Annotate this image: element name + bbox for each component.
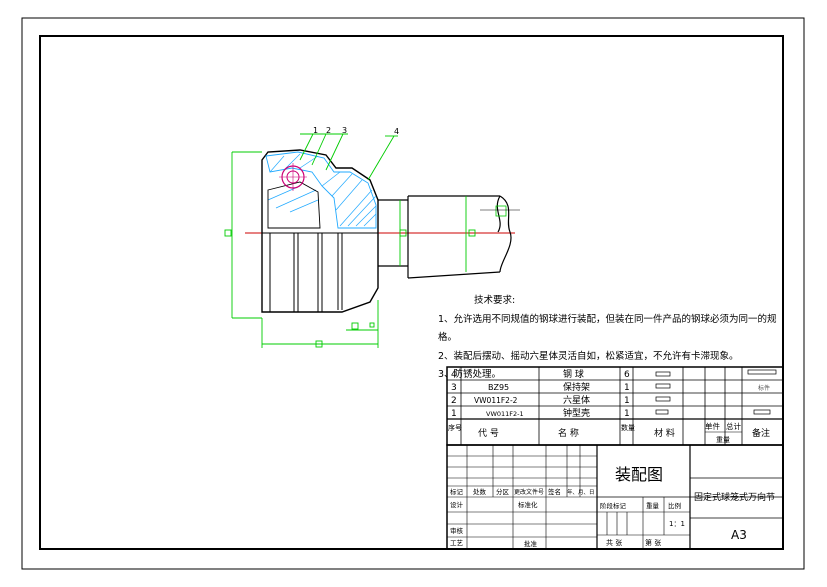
label-standard: 标准化 <box>518 500 538 509</box>
inner-frame <box>39 35 784 550</box>
part-name: 固定式球笼式万向节 <box>694 491 775 503</box>
bom-row-qty: 1 <box>624 396 630 406</box>
bom-row-no: 2 <box>451 396 457 406</box>
note-item: 2、装配后摆动、摇动六星体灵活自如，松紧适宜，不允许有卡滞现象。 <box>438 350 739 362</box>
note-item: 3、防锈处理。 <box>438 369 502 380</box>
bom-row-name: 钢 球 <box>563 368 584 380</box>
shaft <box>378 195 512 279</box>
sheet-format: A3 <box>731 528 747 542</box>
cv-joint-drawing <box>245 149 520 313</box>
label-zone: 分区 <box>496 487 510 496</box>
label-mark: 标记 <box>450 487 464 496</box>
balloon-3: 3 <box>342 126 347 135</box>
bom-row-name: 钟型壳 <box>563 407 590 419</box>
upper-section <box>265 151 377 229</box>
title-block-text: 装配图 固定式球笼式万向节 A3 标记 处数 分区 更改文件号 签名 年、月、日… <box>450 465 775 548</box>
bom-row-name: 六星体 <box>563 394 590 406</box>
label-audit: 审核 <box>450 526 464 535</box>
balloons: 1 2 3 4 <box>313 126 399 136</box>
bom-header-remark: 备注 <box>752 427 770 439</box>
bom-row-code: BZ95 <box>488 383 509 392</box>
bom-extra-label: 标件 <box>758 384 770 392</box>
bom-header-qty: 数量 <box>621 423 635 432</box>
bell-housing-outline <box>261 149 379 313</box>
label-process: 工艺 <box>450 539 464 547</box>
label-stage: 阶段标记 <box>600 501 627 510</box>
lower-half-lines <box>262 232 378 312</box>
balloon-1: 1 <box>313 126 318 135</box>
label-approve: 批准 <box>524 539 538 548</box>
label-sign: 签名 <box>548 487 561 496</box>
bom-header-unit: 单件 <box>705 421 720 431</box>
bom-header-weight: 重量 <box>716 436 730 444</box>
technical-notes: 技术要求: 1、允许选用不同规值的钢球进行装配，但装在同一件产品的钢球必须为同一… <box>438 292 783 385</box>
label-change: 更改文件号 <box>514 488 544 496</box>
bom-row-qty: 6 <box>624 370 630 380</box>
bom-header-no: 序号 <box>448 423 462 432</box>
bom-row-no: 4 <box>451 370 457 380</box>
bom-row-qty: 1 <box>624 409 630 419</box>
bom-row-no: 1 <box>451 409 457 419</box>
bom-header-code: 代 号 <box>478 428 499 439</box>
label-weight: 重量 <box>646 502 660 510</box>
label-scale: 比例 <box>668 501 681 510</box>
label-sheets: 共 张 <box>606 538 622 547</box>
scale-value: 1：1 <box>669 520 685 528</box>
balloon-2: 2 <box>326 126 331 135</box>
bom-row-name: 保持架 <box>563 381 590 393</box>
bom-rows: 4 钢 球 6 3 BZ95 保持架 1 2 VW011F2-2 六星体 1 1… <box>448 368 770 444</box>
bom-header-name: 名 称 <box>558 427 579 439</box>
notes-heading: 技术要求: <box>474 295 516 306</box>
cage-section <box>267 181 321 229</box>
label-count: 处数 <box>473 487 487 496</box>
label-date: 年、月、日 <box>567 488 595 496</box>
bom-header-total: 总计 <box>726 421 741 431</box>
balloon-4: 4 <box>394 127 399 136</box>
label-sheet-no: 第 张 <box>645 538 661 547</box>
hatch-lines <box>267 153 377 227</box>
bom-row-code: VW011F2-2 <box>474 396 518 405</box>
outer-border <box>21 17 805 570</box>
drawing-title: 装配图 <box>615 465 663 484</box>
note-item: 1、允许选用不同规值的钢球进行装配，但装在同一件产品的钢球必须为同一的规格。 <box>438 313 777 344</box>
bom-row-qty: 1 <box>624 383 630 393</box>
bom-table <box>446 366 784 446</box>
title-block <box>446 444 784 550</box>
bom-row-code: VW011F2-1 <box>486 410 524 418</box>
dimension-lines <box>224 133 476 348</box>
bom-row-no: 3 <box>451 383 457 393</box>
bom-header-material: 材 料 <box>654 427 675 439</box>
label-design: 设计 <box>450 500 464 509</box>
